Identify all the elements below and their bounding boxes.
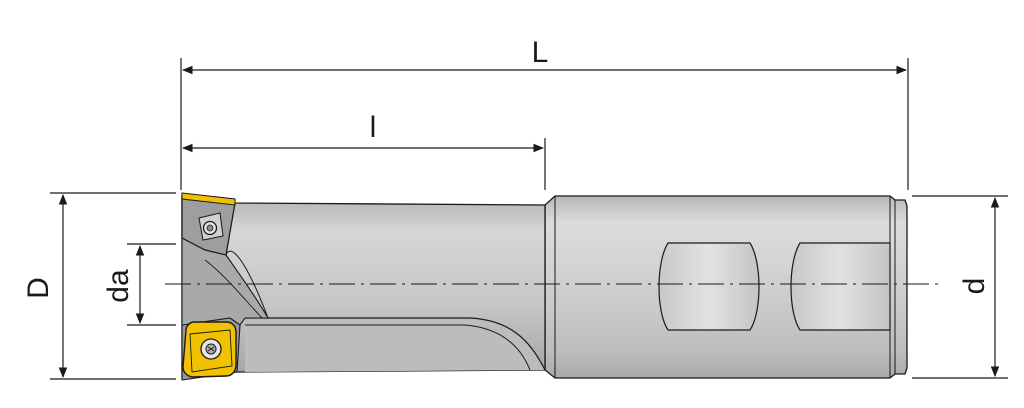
top-insert <box>181 192 236 256</box>
bottom-insert <box>181 317 241 381</box>
dimension-d-label: d <box>958 278 991 295</box>
dimension-l-label: l <box>370 111 377 144</box>
dimension-D-label: D <box>22 277 55 299</box>
dimension-lines <box>50 58 1008 380</box>
dimension-L-label: L <box>532 36 549 69</box>
chip-flute <box>245 318 545 372</box>
shank-flat-1 <box>658 242 760 331</box>
dimension-da-label: da <box>102 269 135 303</box>
tool-body <box>181 195 908 379</box>
shank-flat-2 <box>790 242 891 331</box>
